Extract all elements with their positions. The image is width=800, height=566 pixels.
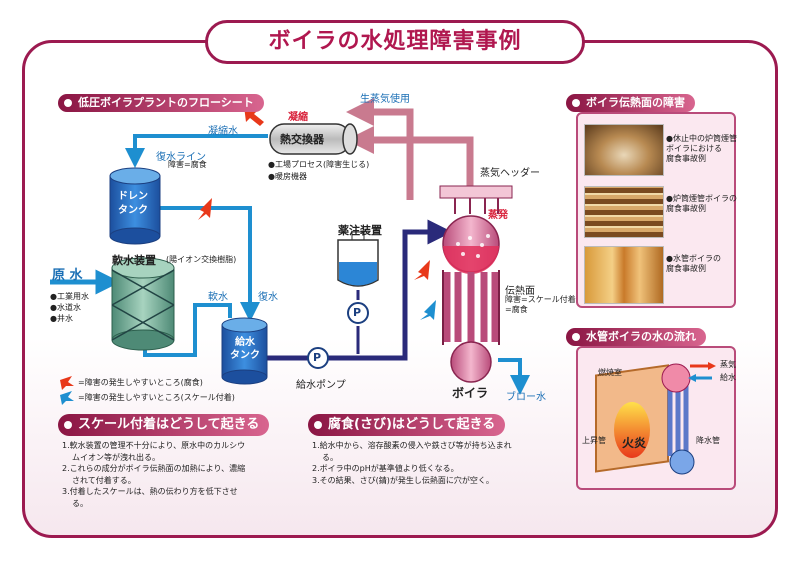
return-water-label: 復水 bbox=[258, 292, 278, 303]
corrosion-photo-3 bbox=[584, 246, 664, 304]
heat-surface-failures-panel: ●休止中の炉筒煙管 ボイラにおける 腐食事故例 ●炉筒煙管ボイラの 腐食事故例 … bbox=[576, 112, 737, 308]
chemical-feeder-label: 薬注装置 bbox=[338, 224, 382, 237]
flame-label: 火炎 bbox=[622, 436, 647, 450]
blow-water-label: ブロー水 bbox=[506, 392, 546, 403]
raw-water-source-2: ●水道水 bbox=[50, 303, 81, 312]
corrosion-item-1: 1.給水中から、溶存酸素の侵入や鉄さび等が持ち込まれる。 bbox=[312, 441, 512, 462]
condensate-water-label: 凝縮水 bbox=[208, 126, 238, 137]
corrosion-section-list: 1.給水中から、溶存酸素の侵入や鉄さび等が持ち込まれる。 2.ボイラ中のpHが基… bbox=[312, 440, 512, 486]
scale-section-header: スケール付着はどうして起きる bbox=[58, 414, 270, 436]
side-bottom-header: 水管ボイラの水の流れ bbox=[566, 328, 706, 346]
feed-tank-label: 給水 タンク bbox=[230, 337, 260, 361]
steam-pipe bbox=[346, 98, 414, 200]
page-title: ボイラの水処理障害事例 bbox=[205, 20, 585, 64]
drain-tank bbox=[109, 175, 161, 237]
raw-water-label: 原 水 bbox=[52, 268, 83, 283]
return-pipe bbox=[125, 134, 268, 168]
corrosion-item-2: 2.ボイラ中のpHが基準値より低くなる。 bbox=[312, 464, 459, 473]
downcomer-label: 降水管 bbox=[696, 436, 720, 445]
hx-note-1: ●工場プロセス(障害生じる) bbox=[268, 160, 370, 169]
heat-exchanger-label: 熱交換器 bbox=[280, 133, 324, 146]
softener-vessel bbox=[111, 267, 175, 341]
side-top-header: ボイラ伝熱面の障害 bbox=[566, 94, 695, 112]
scale-item-3: 3.付着したスケールは、熱の伝わり方を低下させる。 bbox=[62, 487, 238, 508]
condensation-label: 凝縮 bbox=[288, 112, 308, 123]
scale-section-list: 1.軟水装置の管理不十分により、原水中のカルシウムイオン等が洩れ出る。 2.これ… bbox=[62, 440, 250, 509]
pump-symbol: P bbox=[353, 306, 362, 319]
softener-label: 軟水装置 bbox=[112, 254, 156, 267]
corrosion-section-header: 腐食(さび)はどうして起きる bbox=[308, 414, 506, 436]
scale-arrow-icon bbox=[60, 300, 436, 405]
feed-pump-icon bbox=[307, 347, 329, 369]
heat-surface-label: 伝熱面 bbox=[505, 286, 535, 297]
steam-label: 蒸気 bbox=[720, 360, 736, 369]
soft-water-label: 軟水 bbox=[208, 292, 228, 303]
feedwater-label: 給水 bbox=[720, 373, 736, 382]
steam-header bbox=[439, 185, 513, 199]
evaporation-label: 蒸発 bbox=[488, 210, 508, 221]
flame-icon bbox=[614, 402, 650, 458]
hx-note-2: ●暖房機器 bbox=[268, 172, 307, 181]
scale-item-2: 2.これらの成分がボイラ伝熱面の加熱により、濃縮されて付着する。 bbox=[62, 464, 246, 485]
heat-surface-note: 障害=スケール付着 =腐食 bbox=[505, 295, 576, 314]
live-steam-label: 生蒸気使用 bbox=[360, 94, 410, 105]
water-flow-panel: 燃焼室 火炎 上昇管 降水管 蒸気 給水 bbox=[576, 346, 736, 490]
softener-note: (陽イオン交換樹脂) bbox=[166, 255, 237, 264]
steam-header-label: 蒸気ヘッダー bbox=[480, 168, 540, 179]
photo-caption-2: ●炉筒煙管ボイラの 腐食事故例 bbox=[666, 194, 737, 213]
drain-to-feed-pipe bbox=[160, 206, 260, 322]
corrosion-photo-1 bbox=[584, 124, 664, 176]
riser-label: 上昇管 bbox=[582, 436, 606, 445]
flow-sheet-header: 低圧ボイラプラントのフローシート bbox=[58, 94, 264, 112]
raw-water-source-3: ●井水 bbox=[50, 314, 73, 323]
combustion-chamber-label: 燃焼室 bbox=[598, 368, 622, 377]
raw-water-source-1: ●工業用水 bbox=[50, 292, 89, 301]
photo-caption-1: ●休止中の炉筒煙管 ボイラにおける 腐食事故例 bbox=[666, 134, 737, 163]
drain-tank-label: ドレン タンク bbox=[118, 191, 148, 216]
feed-pump-symbol: P bbox=[313, 351, 322, 364]
legend-corrosion: =障害の発生しやすいところ(腐食) bbox=[78, 378, 203, 387]
scale-item-1: 1.軟水装置の管理不十分により、原水中のカルシウムイオン等が洩れ出る。 bbox=[62, 441, 246, 462]
feed-pump-label: 給水ポンプ bbox=[296, 380, 346, 391]
legend-scale: =障害の発生しやすいところ(スケール付着) bbox=[78, 393, 235, 402]
photo-caption-3: ●水管ボイラの 腐食事故例 bbox=[666, 254, 721, 273]
boiler-label: ボイラ bbox=[452, 386, 489, 400]
return-line-label: 復水ライン bbox=[156, 152, 206, 163]
feed-pipe bbox=[265, 219, 453, 361]
soft-water-pipe bbox=[143, 303, 232, 357]
boiler bbox=[442, 215, 500, 383]
return-line-note: 障害=腐食 bbox=[168, 160, 207, 169]
feed-tank bbox=[221, 324, 268, 378]
pump-icon bbox=[347, 302, 369, 324]
blow-pipe bbox=[498, 358, 530, 395]
steam-supply-pipe bbox=[346, 126, 474, 186]
water-tube-boiler-diagram bbox=[595, 362, 716, 475]
corrosion-photo-2 bbox=[584, 186, 664, 238]
corrosion-item-3: 3.その結果、さび(錆)が発生し伝熱面に穴が空く。 bbox=[312, 475, 494, 485]
